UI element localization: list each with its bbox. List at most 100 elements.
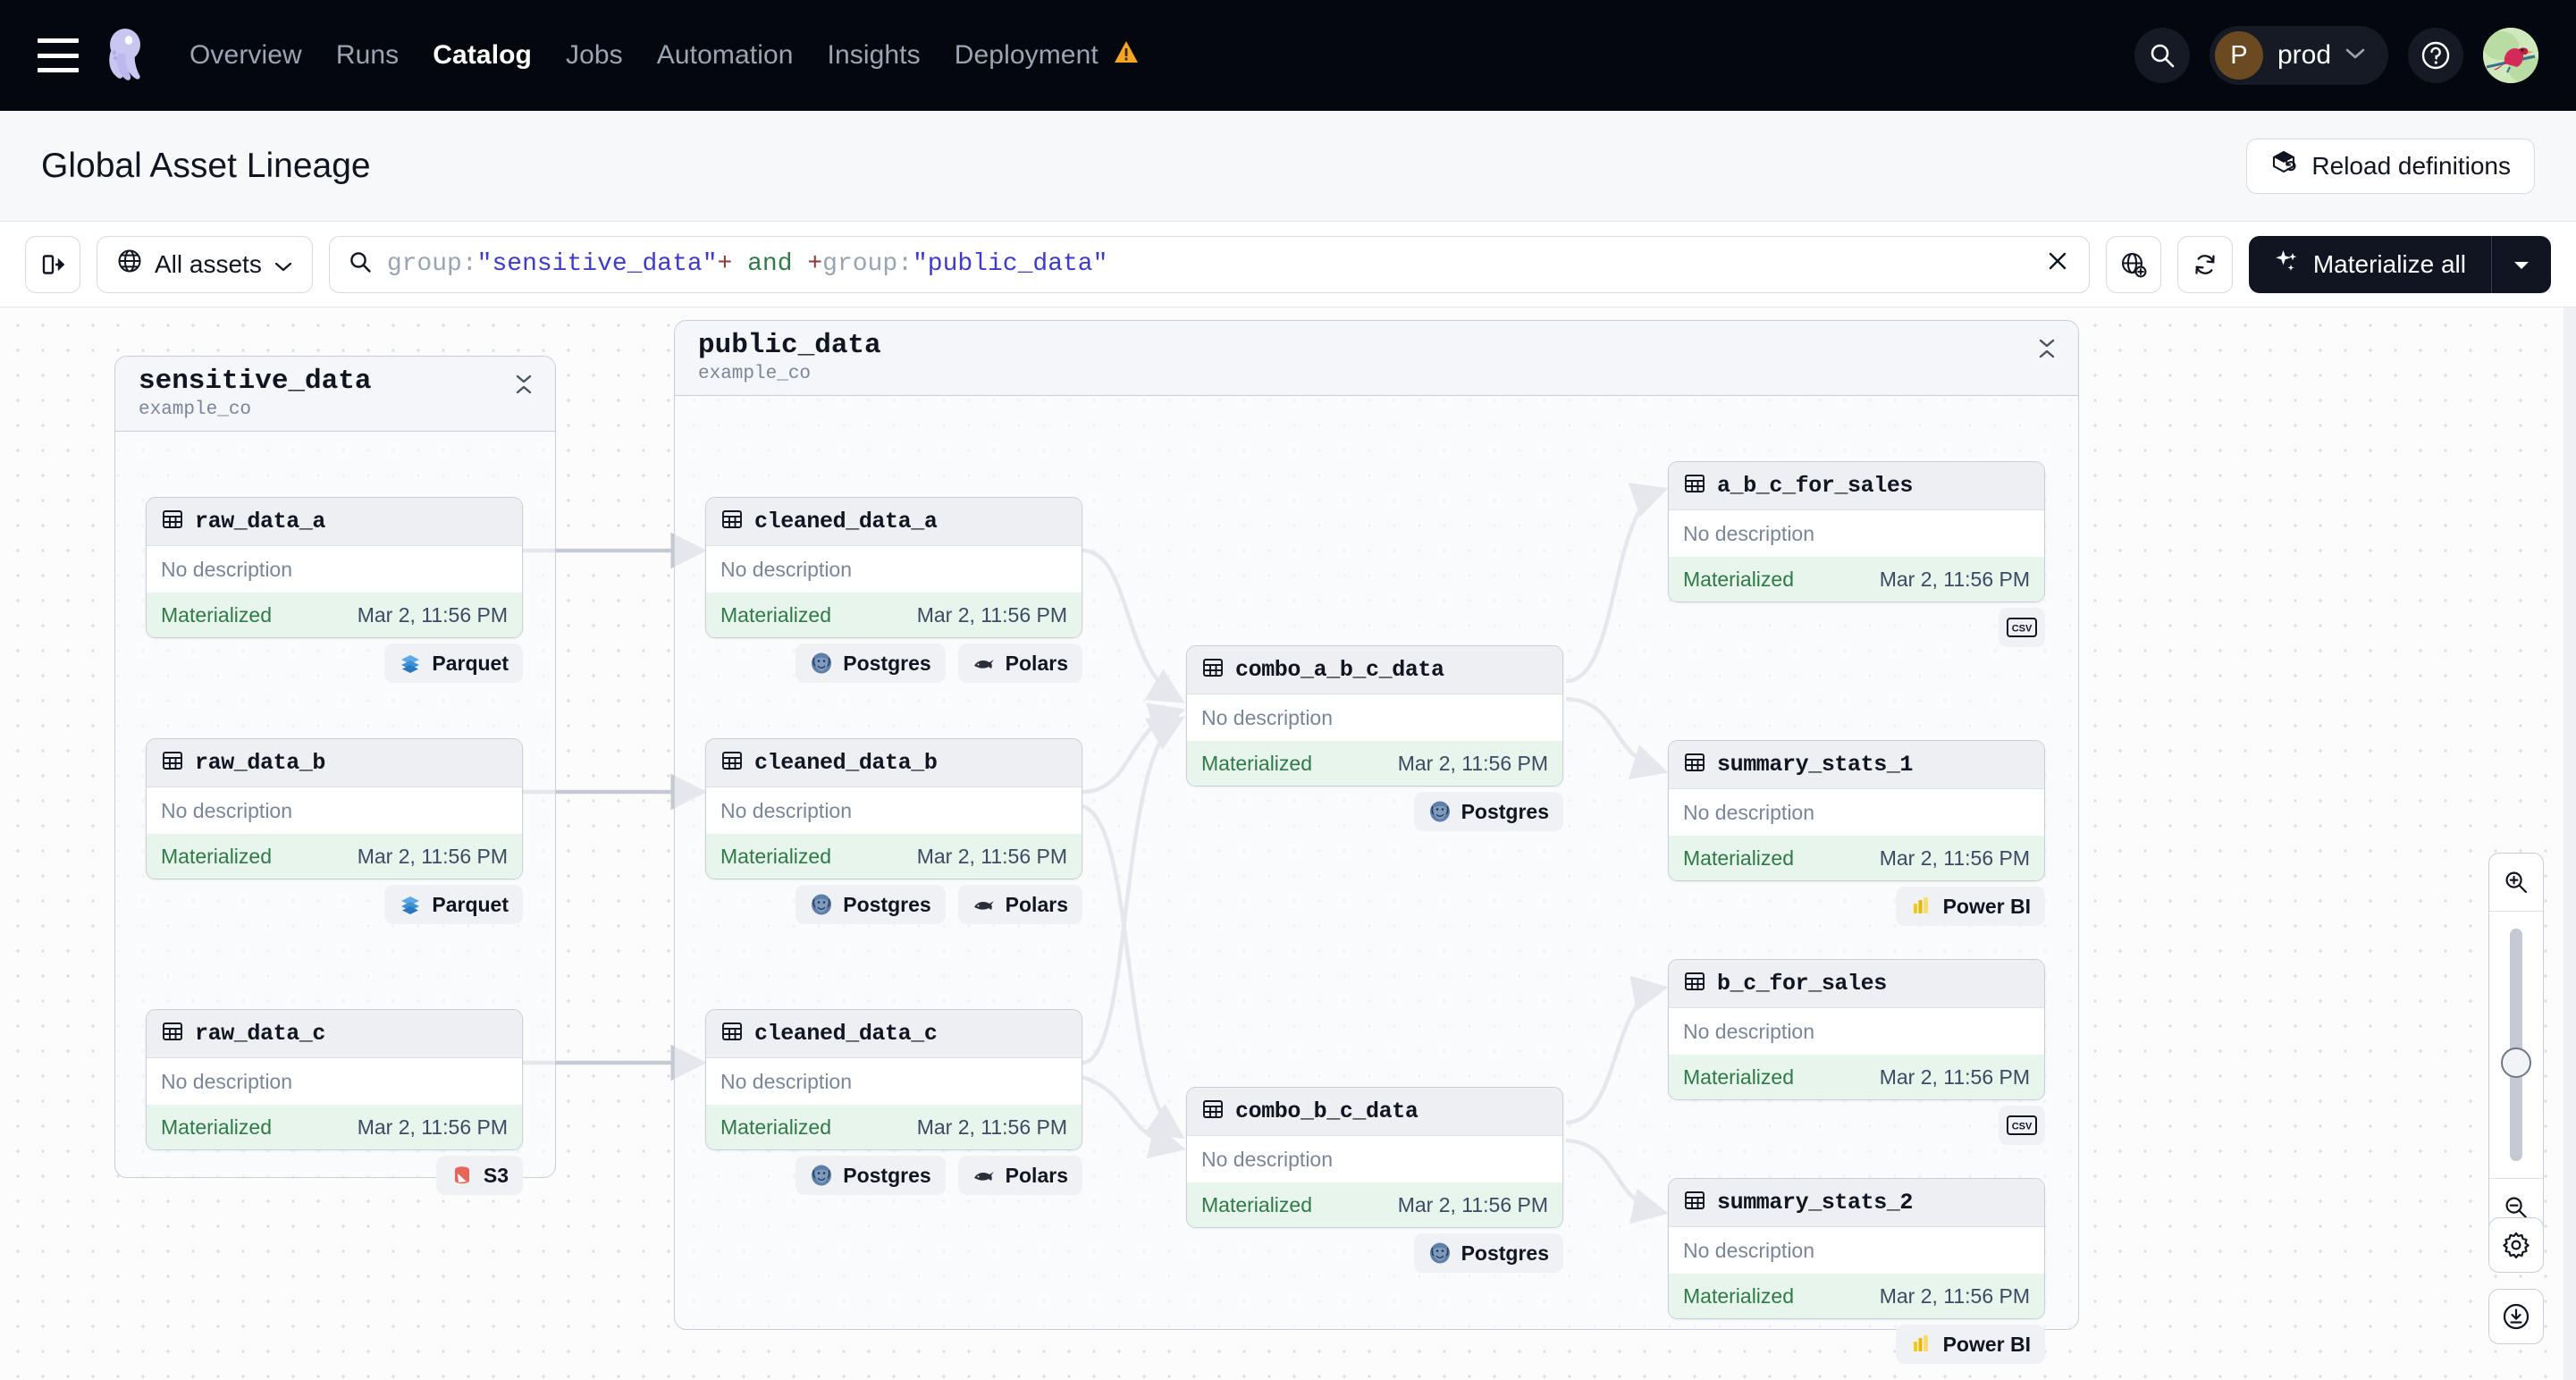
asset-tag-label: Polars [1005,1163,1068,1187]
asset-node-description: No description [1187,694,1562,741]
zoom-in-icon[interactable] [2489,854,2543,911]
page-title: Global Asset Lineage [41,146,371,185]
asset-node-header: cleaned_data_a [706,498,1082,546]
all-assets-selector[interactable]: All assets [97,235,313,293]
asset-tag[interactable]: Polars [957,885,1082,924]
zoom-controls[interactable] [2488,853,2544,1237]
asset-node-description: No description [1669,510,2044,557]
search-icon[interactable] [2134,28,2190,83]
asset-node-description: No description [1669,1227,2044,1274]
hamburger-menu-icon[interactable] [38,38,79,72]
zoom-slider[interactable] [2489,911,2543,1179]
asset-tag[interactable]: Postgres [796,885,946,924]
asset-group-title: sensitive_data [139,366,372,397]
asset-tag-label: Postgres [843,1163,931,1187]
table-icon [720,1020,744,1048]
asset-node-tags: Postgres [1186,1233,1563,1273]
nav-link-deployment[interactable]: Deployment [954,40,1099,70]
nav-link-runs[interactable]: Runs [335,40,400,70]
asset-tag-label: Polars [1005,892,1068,916]
asset-node-description: No description [1669,789,2044,836]
csv-icon: CSV [2007,1115,2037,1135]
status-timestamp: Mar 2, 11:56 PM [357,844,508,868]
asset-tag[interactable]: Power BI [1895,1325,2045,1364]
asset-tag[interactable]: Postgres [796,1156,946,1195]
asset-lineage-canvas[interactable]: sensitive_data example_co public_data ex… [0,307,2576,1380]
asset-tag[interactable]: Polars [957,1156,1082,1195]
asset-tag[interactable]: CSV [1999,1106,2045,1145]
collapse-group-icon[interactable] [2037,337,2057,364]
globe-plus-icon[interactable] [2105,235,2161,293]
dagster-logo-icon[interactable] [98,26,157,85]
nav-link-catalog[interactable]: Catalog [433,40,532,70]
reload-definitions-label: Reload definitions [2311,151,2511,180]
asset-node-description: No description [706,787,1082,834]
asset-tag[interactable]: CSV [1999,608,2045,647]
materialize-all-main[interactable]: Materialize all [2249,236,2491,293]
nav-link-jobs[interactable]: Jobs [565,40,623,70]
query-token: group: [822,250,913,278]
asset-tag[interactable]: S3 [435,1156,523,1195]
clear-search-icon[interactable] [2030,248,2071,282]
refresh-icon[interactable] [2176,235,2233,293]
status-timestamp: Mar 2, 11:56 PM [1397,751,1548,775]
chevron-down-icon [2345,47,2365,64]
asset-tag[interactable]: Parquet [384,644,523,683]
asset-tag[interactable]: Postgres [1413,1233,1563,1273]
status-badge: Materialized [161,602,272,627]
asset-node-tags: Postgres Polars [705,1156,1082,1195]
asset-node-name: b_c_for_sales [1717,971,1887,997]
zoom-out-icon[interactable] [2489,1179,2543,1236]
collapse-group-icon[interactable] [514,373,534,400]
deployment-name: prod [2277,40,2331,70]
status-badge: Materialized [1683,567,1794,591]
all-assets-label: All assets [155,249,262,278]
asset-tag[interactable]: Postgres [1413,792,1563,831]
download-graph-icon[interactable] [2488,1289,2544,1344]
asset-tag[interactable]: Polars [957,644,1082,683]
canvas-scrollbar[interactable] [2563,307,2576,1380]
graph-settings-gear-icon[interactable] [2488,1217,2544,1273]
user-avatar[interactable] [2483,28,2538,83]
s3-icon [450,1164,474,1187]
svg-text:CSV: CSV [2012,1122,2033,1132]
nav-link-insights[interactable]: Insights [827,40,921,70]
help-question-circle-icon[interactable] [2408,28,2463,83]
query-token: group: [386,250,477,278]
asset-tag[interactable]: Parquet [384,885,523,924]
asset-node-name: summary_stats_2 [1717,1190,1914,1216]
lineage-toolbar: All assets group:"sensitive_data"+ and +… [0,222,2576,307]
materialize-all-button[interactable]: Materialize all [2248,235,2551,293]
asset-tag[interactable]: Postgres [796,644,946,683]
sidebar-toggle-icon[interactable] [25,235,80,293]
reload-definitions-button[interactable]: Reload definitions [2246,138,2535,194]
zoom-slider-handle[interactable] [2501,1048,2531,1078]
asset-search-input[interactable]: group:"sensitive_data"+ and +group:"publ… [328,235,2090,293]
nav-link-automation[interactable]: Automation [656,40,794,70]
materialize-options-caret-icon[interactable] [2491,235,2551,293]
asset-node-header: combo_a_b_c_data [1187,646,1562,694]
status-timestamp: Mar 2, 11:56 PM [916,844,1067,868]
asset-tag[interactable]: Power BI [1895,887,2045,926]
asset-tag-label: Parquet [432,892,509,916]
asset-node-name: raw_data_c [195,1021,326,1047]
deployment-selector[interactable]: P prod [2209,26,2388,85]
nav-link-overview[interactable]: Overview [189,40,302,70]
